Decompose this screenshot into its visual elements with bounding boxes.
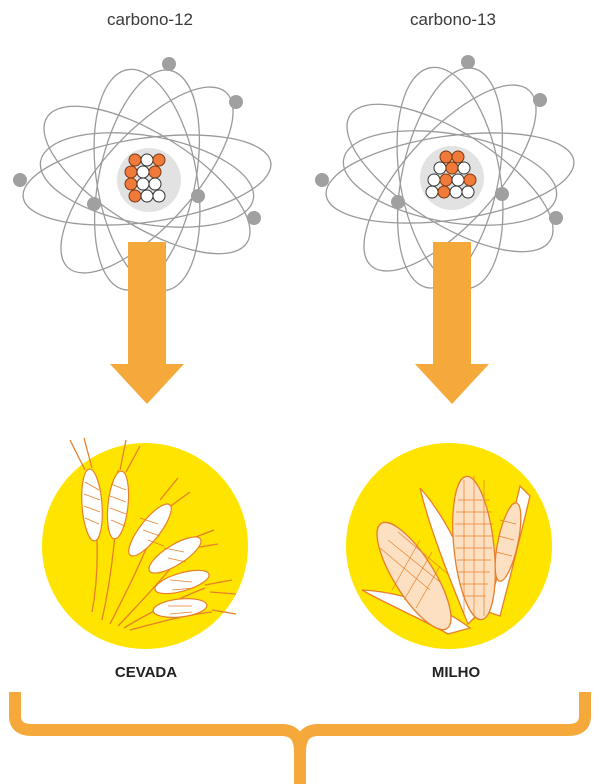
plant-label-corn: MILHO	[396, 664, 516, 681]
down-arrow-icon	[415, 242, 489, 404]
proton	[440, 151, 452, 163]
curly-brace-icon	[15, 692, 585, 784]
proton	[125, 178, 137, 190]
proton	[438, 186, 450, 198]
proton	[125, 166, 137, 178]
electron	[533, 93, 547, 107]
neutron	[434, 162, 446, 174]
electron	[87, 197, 101, 211]
neutron	[426, 186, 438, 198]
proton	[440, 174, 452, 186]
proton	[129, 154, 141, 166]
electron	[495, 187, 509, 201]
electron	[461, 55, 475, 69]
neutron	[458, 162, 470, 174]
proton	[452, 151, 464, 163]
electron	[549, 211, 563, 225]
electron	[315, 173, 329, 187]
neutron	[450, 186, 462, 198]
electron	[247, 211, 261, 225]
isotope-label-carbon-12: carbono-12	[80, 10, 220, 30]
nucleus-carbon-12	[117, 148, 181, 212]
proton	[464, 174, 476, 186]
electron	[191, 189, 205, 203]
corn-icon	[346, 443, 552, 649]
neutron	[137, 178, 149, 190]
electron	[162, 57, 176, 71]
proton	[149, 166, 161, 178]
electron	[13, 173, 27, 187]
proton	[129, 190, 141, 202]
neutron	[462, 186, 474, 198]
plant-label-barley: CEVADA	[86, 664, 206, 681]
down-arrow-icon	[110, 242, 184, 404]
isotope-label-carbon-13: carbono-13	[383, 10, 523, 30]
neutron	[137, 166, 149, 178]
nucleus-carbon-13	[420, 146, 484, 210]
neutron	[452, 174, 464, 186]
neutron	[428, 174, 440, 186]
neutron	[153, 190, 165, 202]
proton	[153, 154, 165, 166]
neutron	[141, 190, 153, 202]
proton	[446, 162, 458, 174]
electron	[229, 95, 243, 109]
neutron	[149, 178, 161, 190]
wheat-icon	[42, 438, 248, 649]
electron	[391, 195, 405, 209]
neutron	[141, 154, 153, 166]
